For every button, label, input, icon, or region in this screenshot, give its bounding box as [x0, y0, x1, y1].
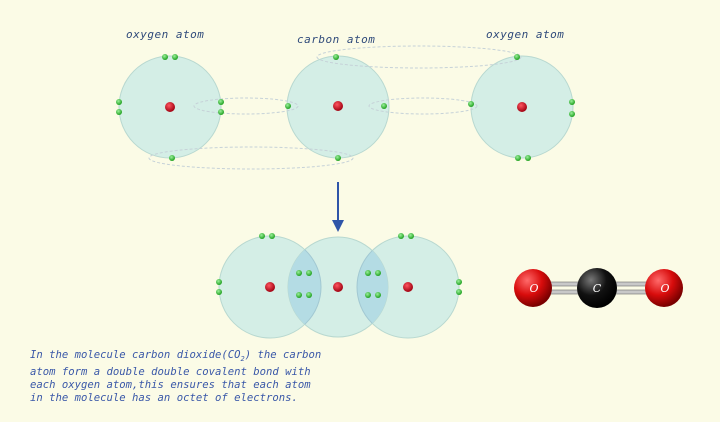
pair-guide-2	[148, 146, 354, 170]
shared-electron	[296, 270, 302, 276]
electron	[116, 99, 122, 105]
electron	[525, 155, 531, 161]
caption-text: In the molecule carbon dioxide(CO2) the …	[30, 349, 400, 405]
shared-electron	[306, 270, 312, 276]
oxygen-ball-left-label: O	[529, 282, 538, 295]
electron-pairing-guides	[148, 45, 522, 170]
carbon-ball-label: C	[593, 282, 602, 295]
oxygen-atom-label-right: oxygen atom	[486, 28, 565, 41]
shared-electron	[375, 292, 381, 298]
oxygen-atom-label-left: oxygen atom	[126, 28, 205, 41]
electron	[116, 109, 122, 115]
bonded-electrons	[216, 233, 462, 298]
electron	[218, 109, 224, 115]
down-arrow-icon	[332, 182, 344, 232]
separate-atoms	[116, 45, 575, 170]
ball-and-stick-model: O C O	[514, 268, 683, 308]
caption-line-2: atom form a double double covalent bond …	[30, 366, 311, 379]
electrons-carbon	[285, 54, 387, 161]
shared-electron	[365, 292, 371, 298]
carbon-ball	[577, 268, 617, 308]
electron	[216, 289, 222, 295]
overlap-left	[288, 237, 322, 337]
electron	[259, 233, 265, 239]
bonded-nucleus-carbon	[333, 282, 343, 292]
caption-line-3: each oxygen atom,this ensures that each …	[30, 379, 311, 392]
electron	[456, 279, 462, 285]
pair-guide-4	[316, 45, 522, 69]
caption-line-4: in the molecule has an octet of electron…	[30, 392, 298, 405]
bonded-molecule	[216, 233, 462, 339]
shared-electron	[365, 270, 371, 276]
bonded-nucleus-oxygen-left	[265, 282, 275, 292]
nucleus-oxygen-left	[165, 102, 175, 112]
electron	[162, 54, 168, 60]
carbon-atom-label: carbon atom	[297, 33, 376, 46]
pair-guide-1	[193, 97, 299, 115]
nucleus-carbon	[333, 101, 343, 111]
electron	[169, 155, 175, 161]
electron	[285, 103, 291, 109]
oxygen-ball-right-label: O	[660, 282, 669, 295]
electron	[514, 54, 520, 60]
nucleus-oxygen-right	[517, 102, 527, 112]
electron	[216, 279, 222, 285]
bonded-nucleus-oxygen-right	[403, 282, 413, 292]
shared-electron	[306, 292, 312, 298]
electron	[408, 233, 414, 239]
shared-electron	[375, 270, 381, 276]
oxygen-ball-left	[514, 269, 552, 307]
electron	[456, 289, 462, 295]
oxygen-ball-right	[645, 269, 683, 307]
electron	[218, 99, 224, 105]
electron	[269, 233, 275, 239]
electron	[468, 101, 474, 107]
caption-line-1: In the molecule carbon dioxide(CO2) the …	[30, 349, 322, 364]
electron	[569, 111, 575, 117]
shared-electron	[296, 292, 302, 298]
electron	[398, 233, 404, 239]
electrons-oxygen-right	[468, 54, 575, 161]
electron	[333, 54, 339, 60]
electron	[335, 155, 341, 161]
electron	[569, 99, 575, 105]
pair-guide-3	[368, 97, 478, 115]
electron	[515, 155, 521, 161]
electron	[172, 54, 178, 60]
electron	[381, 103, 387, 109]
electrons-oxygen-left	[116, 54, 224, 161]
